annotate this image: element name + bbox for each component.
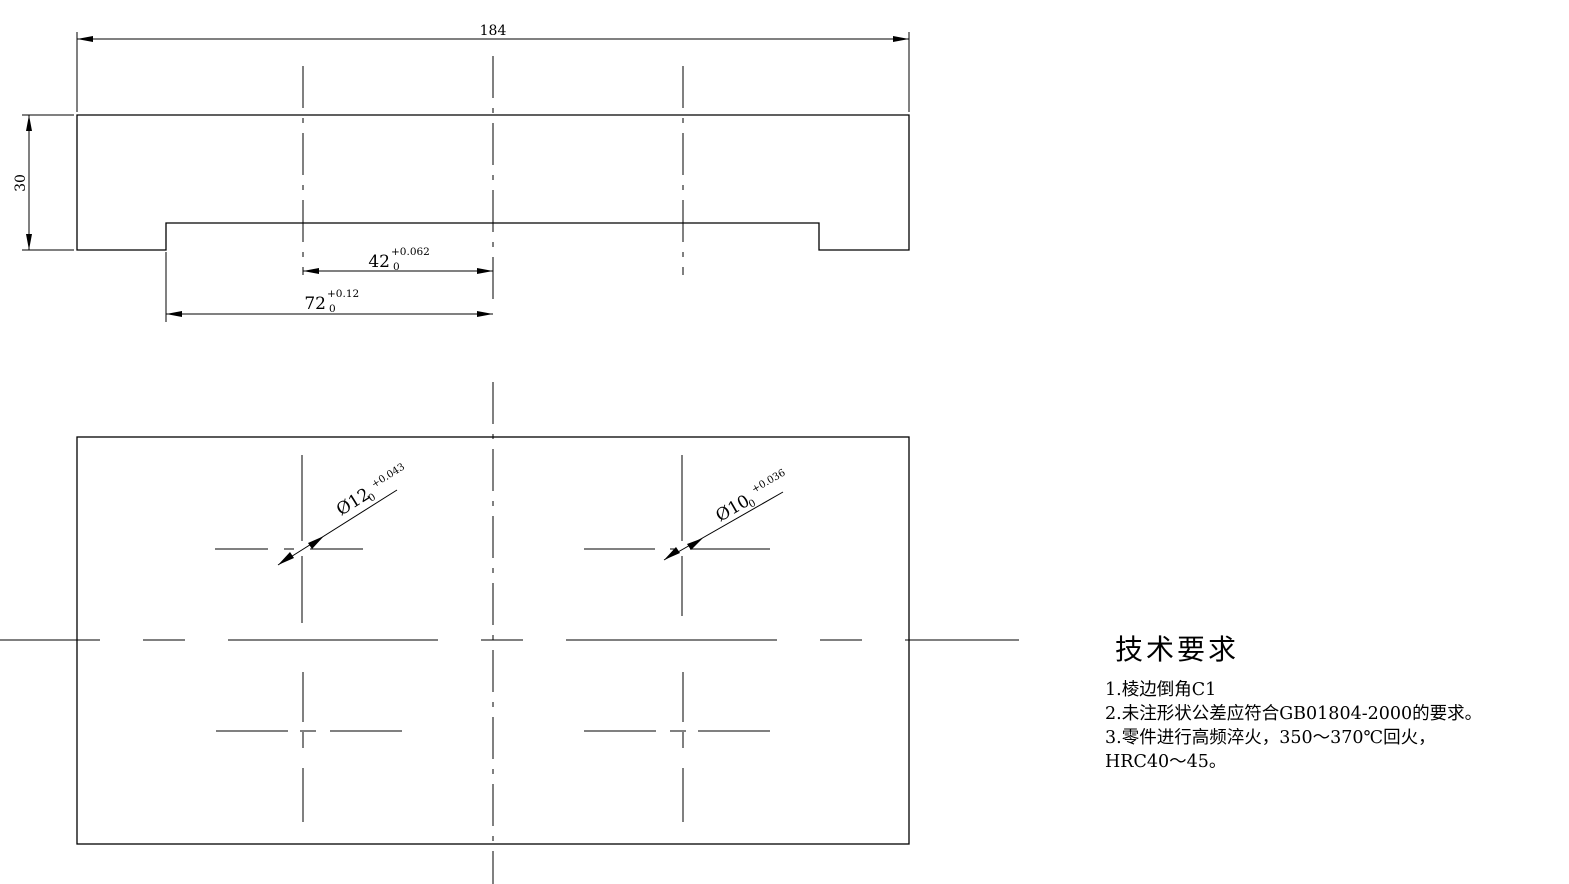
hole-12-tol-upper: +0.043	[370, 462, 407, 491]
hole-12-arrow-a	[278, 552, 294, 565]
hole-10-leader	[663, 491, 784, 561]
arrow-42-right	[477, 268, 493, 274]
dim-tol-42-upper: +0.062	[391, 246, 430, 258]
arrow-72-left	[166, 311, 182, 317]
arrow-184-right	[893, 36, 909, 42]
technical-requirements-title: 技术要求	[1115, 633, 1240, 666]
hole-10-tol-upper: +0.036	[750, 468, 788, 496]
hole-12-arrow-b	[308, 536, 324, 549]
requirement-item-3-cont: HRC40～45。	[1105, 752, 1227, 772]
dim-tol-42-lower: 0	[393, 261, 400, 273]
technical-requirements: 技术要求 1.棱边倒角C1 2.未注形状公差应符合GB01804-2000的要求…	[1105, 628, 1565, 774]
arrow-72-right	[477, 311, 493, 317]
dim-tol-72-lower: 0	[329, 303, 336, 315]
top-view: Ø12 +0.043 0 Ø10 +0.036 0	[0, 382, 1019, 884]
hole-12-leader	[277, 489, 398, 566]
front-view-outline	[76, 114, 910, 251]
dim-text-72: 72	[304, 294, 326, 314]
arrow-30-top	[26, 115, 32, 131]
hole-10-tol-lower: 0	[747, 498, 758, 511]
arrow-42-left	[303, 268, 319, 274]
dim-tol-72-upper: +0.12	[327, 288, 359, 300]
hole-12-label: Ø12	[333, 484, 374, 520]
dim-text-42: 42	[368, 252, 390, 272]
requirement-item-3: 3.零件进行高频淬火，350～370℃回火，	[1105, 728, 1436, 748]
arrow-30-bottom	[26, 234, 32, 250]
dim-text-184: 184	[480, 23, 507, 39]
dim-text-30: 30	[13, 174, 29, 192]
hole-12-tol-lower: 0	[367, 492, 378, 505]
requirement-item-1: 1.棱边倒角C1	[1105, 680, 1217, 700]
hole-10-arrow-b	[687, 538, 703, 550]
hole-10-arrow-a	[664, 547, 680, 560]
arrow-184-left	[77, 36, 93, 42]
front-view: 184 30 42 +0.062 0 72 +0.12 0	[13, 23, 910, 322]
requirement-item-2: 2.未注形状公差应符合GB01804-2000的要求。	[1105, 704, 1483, 724]
